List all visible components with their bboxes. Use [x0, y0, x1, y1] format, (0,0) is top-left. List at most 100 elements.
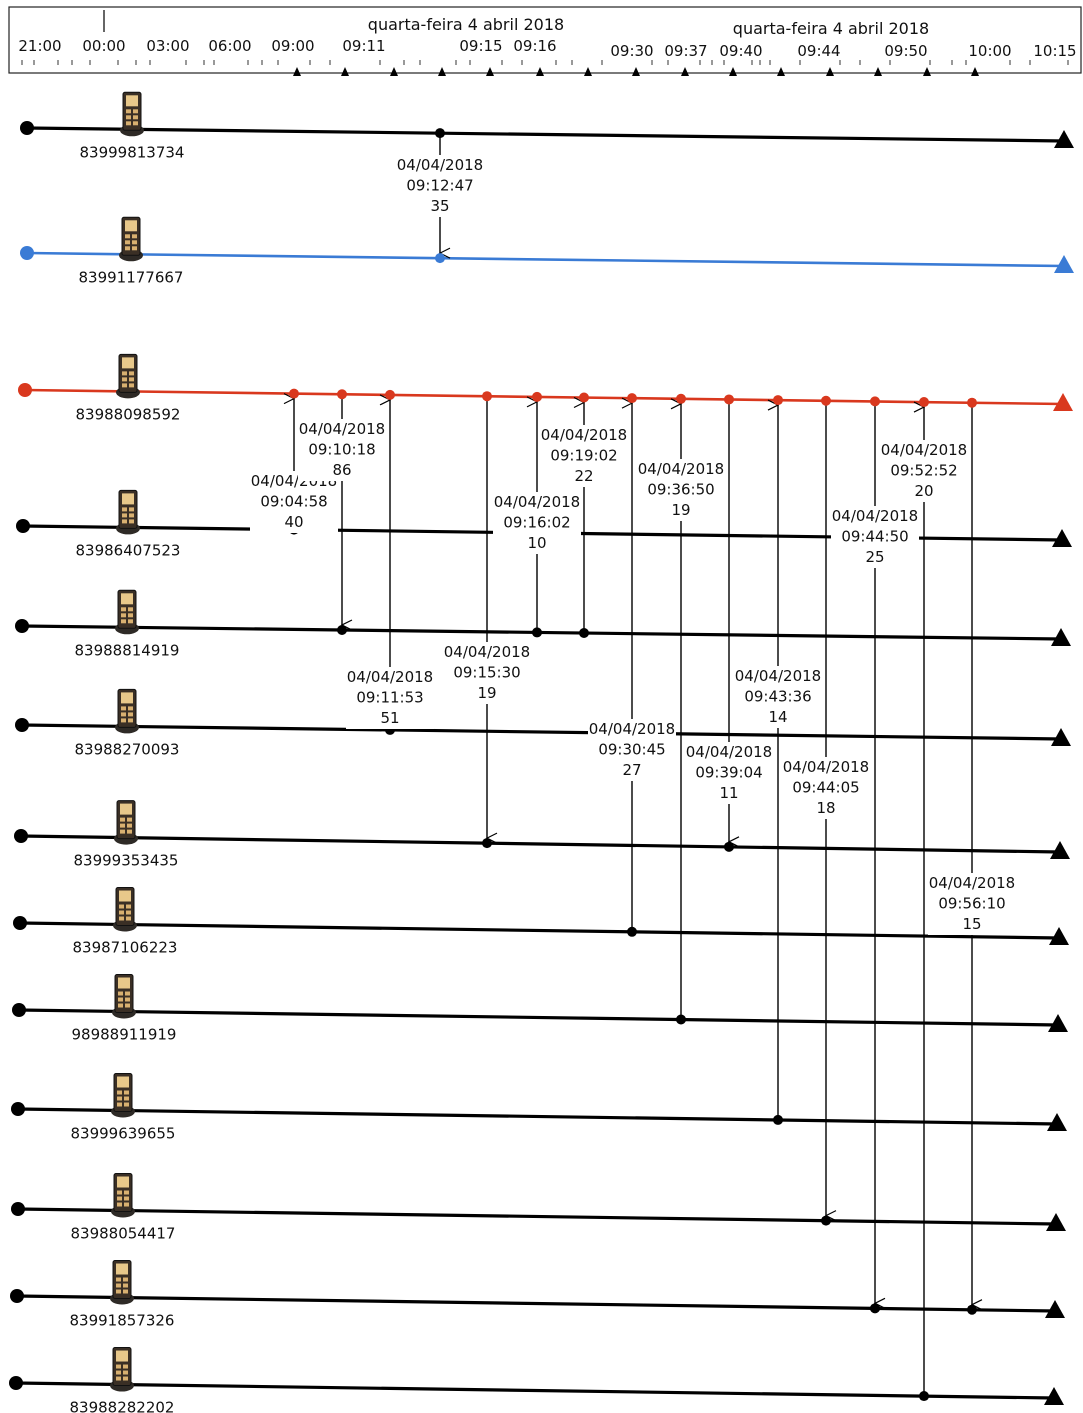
phone-number-label: 83991177667: [79, 268, 184, 286]
phone-timeline-line: [19, 921, 1060, 940]
call-time: 09:44:50: [841, 528, 908, 546]
call-target-dot: [627, 393, 637, 404]
timeline-tick-label: 10:15: [1033, 42, 1076, 60]
lane-end-arrow: [1052, 529, 1072, 547]
phone-timeline-line: [21, 723, 1062, 741]
call-date: 04/04/2018: [686, 743, 772, 761]
call-target-dot: [870, 1303, 880, 1314]
timeline-event-marker: [874, 67, 882, 76]
call-target-dot: [724, 841, 734, 852]
mobile-phone-icon: [119, 216, 143, 262]
phone-number-label: 83988270093: [75, 740, 180, 758]
phone-lane: 83988098592: [18, 353, 1073, 423]
timeline-tick-label: 21:00: [18, 37, 61, 55]
phone-lanes: 83999813734 83991177667 83988098592 8398640…: [9, 91, 1074, 1413]
call-origin-dot: [967, 397, 977, 408]
call-date: 04/04/2018: [299, 420, 385, 438]
call-target-dot: [435, 253, 445, 264]
call-origin-dot: [870, 396, 880, 407]
phone-number-label: 83987106223: [73, 939, 178, 957]
call-duration: 14: [768, 708, 787, 726]
timeline-event-marker: [681, 67, 689, 76]
call-origin-dot: [821, 395, 831, 406]
timeline-header: quarta-feira 4 abril 2018 quarta-feira 4…: [8, 6, 1082, 76]
call-time: 09:44:05: [792, 779, 859, 797]
timeline-tick-label: 09:00: [271, 37, 314, 55]
mobile-phone-icon: [115, 589, 139, 635]
call-label-background: [346, 667, 434, 729]
call-target-dot: [919, 397, 929, 408]
call-label-background: [298, 419, 386, 481]
call-target-dot: [773, 395, 783, 406]
call-duration: 86: [332, 461, 351, 479]
phone-number-label: 83999813734: [80, 143, 185, 161]
call-connections: 04/04/201809:12:473504/04/201809:04:5840…: [250, 128, 1016, 1402]
phone-lane: 98988911919: [12, 974, 1068, 1044]
lane-start-dot: [20, 121, 34, 135]
call-label-background: [685, 742, 773, 804]
timeline-tick-label: 09:50: [884, 42, 927, 60]
call-duration: 20: [914, 482, 933, 500]
timeline-event-marker: [971, 67, 979, 76]
call-label-background: [734, 666, 822, 728]
phone-number-label: 83986407523: [76, 541, 181, 559]
call-time: 09:11:53: [356, 689, 423, 707]
call-date: 04/04/2018: [929, 874, 1015, 892]
call-origin-dot: [676, 1014, 686, 1025]
call-duration: 35: [430, 197, 449, 215]
lane-start-dot: [12, 1003, 26, 1017]
call-time: 09:43:36: [744, 688, 811, 706]
call-time: 09:19:02: [550, 447, 617, 465]
phone-timeline-line: [17, 1107, 1058, 1126]
timeline-event-marker: [438, 67, 446, 76]
mobile-phone-icon: [111, 1073, 135, 1118]
timeline-tick-label: 09:40: [719, 42, 762, 60]
timeline-event-marker: [584, 67, 592, 76]
lane-start-dot: [10, 1289, 24, 1303]
call-target-dot: [289, 388, 299, 399]
lane-start-dot: [16, 519, 30, 533]
timeline-event-marker: [390, 67, 398, 76]
lane-start-dot: [15, 619, 29, 633]
call-label-background: [493, 492, 581, 554]
call-duration: 19: [671, 501, 690, 519]
call-date: 04/04/2018: [494, 493, 580, 511]
timeline-frame: [8, 6, 1082, 74]
call-duration: 15: [962, 915, 981, 933]
lane-end-arrow: [1053, 393, 1073, 411]
timeline-event-marker: [923, 67, 931, 76]
mobile-phone-icon: [115, 688, 139, 734]
call-origin-dot: [532, 627, 542, 638]
lane-end-arrow: [1046, 1213, 1066, 1231]
mobile-phone-icon: [110, 1260, 134, 1305]
call-date: 04/04/2018: [881, 441, 967, 459]
lane-end-arrow: [1045, 1300, 1065, 1318]
phone-timeline-line: [17, 1207, 1057, 1226]
phone-timeline-line: [26, 126, 1065, 143]
call-duration: 19: [477, 684, 496, 702]
call-target-dot: [532, 391, 542, 402]
timeline-date-label-right: quarta-feira 4 abril 2018: [733, 19, 929, 38]
call-date: 04/04/2018: [444, 643, 530, 661]
call-origin-dot: [773, 1114, 783, 1125]
mobile-phone-icon: [120, 91, 144, 137]
lane-start-dot: [20, 246, 34, 260]
timeline-event-marker: [341, 67, 349, 76]
timeline-tick-label: 09:11: [342, 37, 385, 55]
lane-end-arrow: [1049, 927, 1069, 945]
call-date: 04/04/2018: [783, 758, 869, 776]
lane-end-arrow: [1054, 255, 1074, 273]
timeline-event-marker: [826, 67, 834, 76]
phone-timeline-line: [24, 388, 1064, 406]
phone-lane: 83999813734: [20, 91, 1074, 161]
timeline-event-marker: [729, 67, 737, 76]
call-label-background: [831, 506, 919, 568]
call-origin-dot: [724, 394, 734, 405]
